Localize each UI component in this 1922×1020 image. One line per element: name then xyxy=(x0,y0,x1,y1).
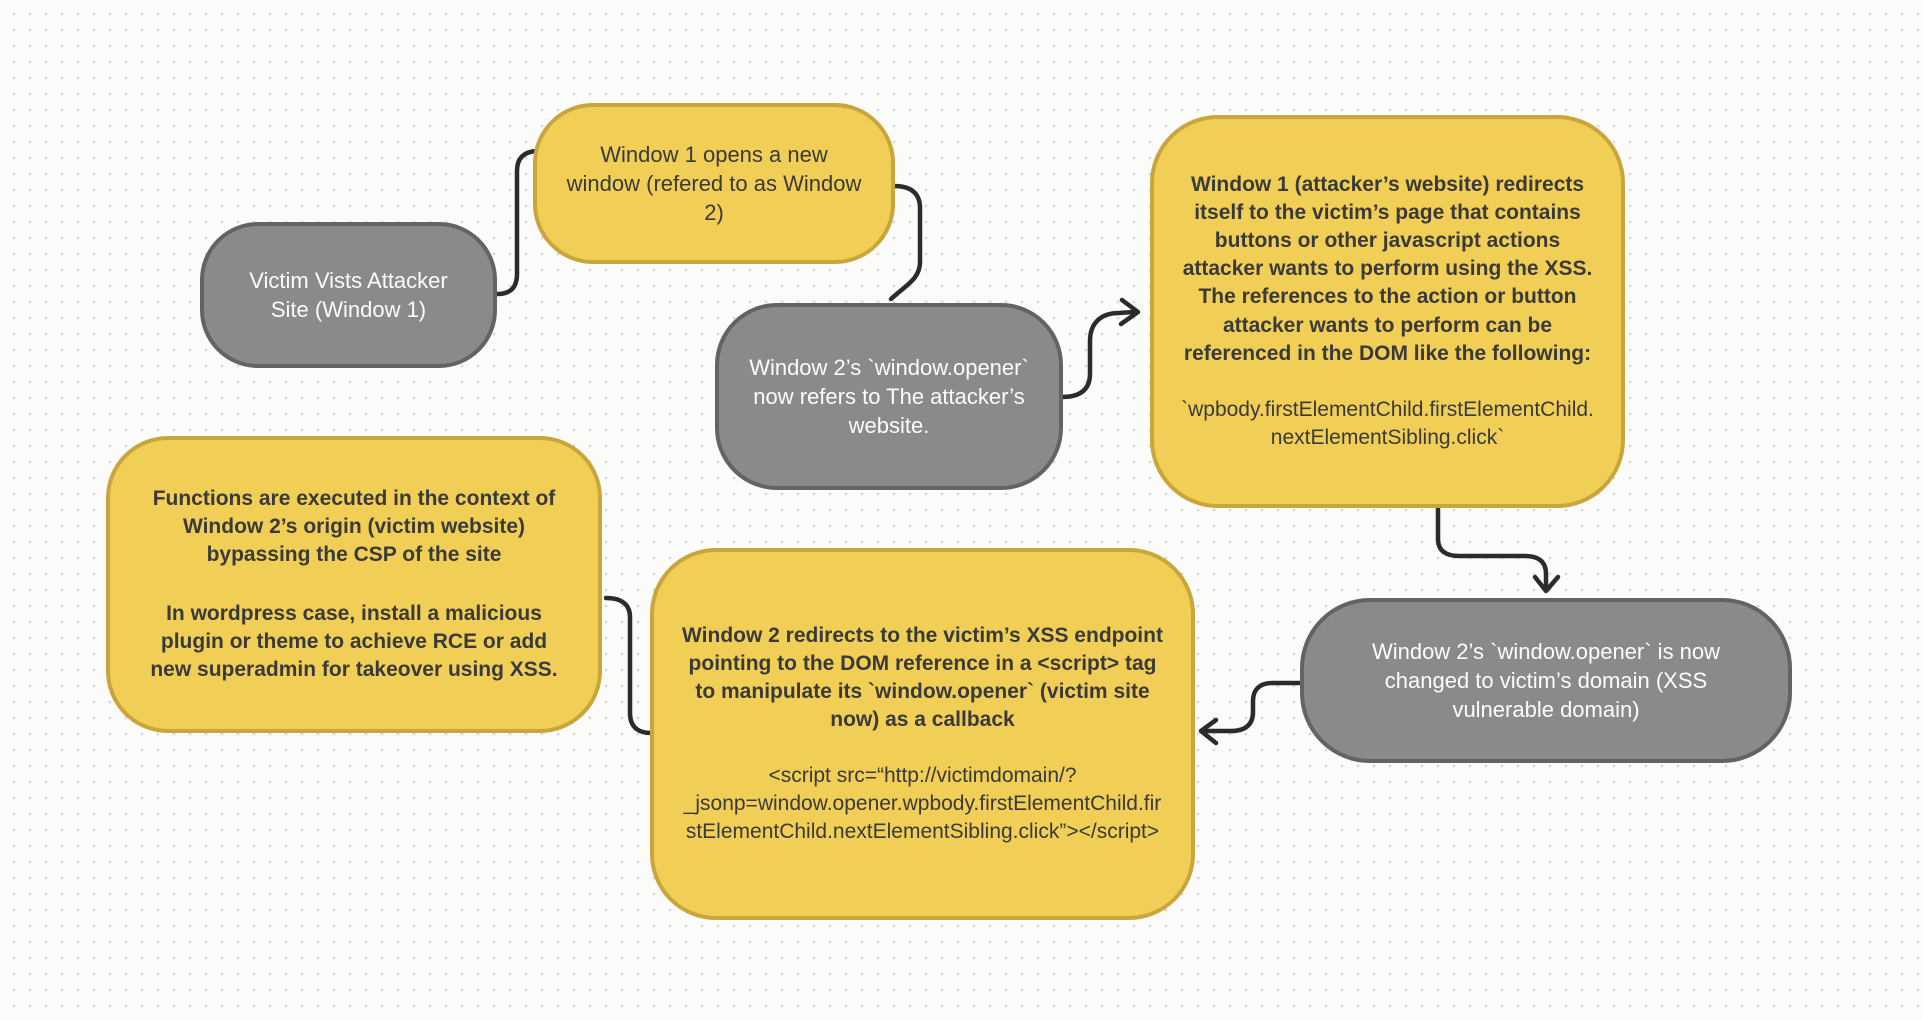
node-text-main: Functions are executed in the context of… xyxy=(152,487,562,567)
node-text-main: Window 2 redirects to the victim’s XSS e… xyxy=(682,623,1169,731)
node-victim-visits-attacker[interactable]: Victim Vists Attacker Site (Window 1) xyxy=(200,222,497,368)
node-text-code: <script src=“http://victimdomain/?_jsonp… xyxy=(683,764,1162,844)
connector-victim-to-opens[interactable] xyxy=(494,148,539,297)
connector-opener-to-redirect[interactable] xyxy=(1059,297,1141,400)
node-window1-opens-window2[interactable]: Window 1 opens a new window (refered to … xyxy=(533,103,895,264)
node-window1-redirects-victim-page[interactable]: Window 1 (attacker’s website) redirects … xyxy=(1150,115,1625,508)
node-text: Window 1 opens a new window (refered to … xyxy=(566,141,868,226)
node-text-main: Window 1 (attacker’s website) redirects … xyxy=(1182,172,1599,365)
node-opener-changed-victim-domain[interactable]: Window 2’s `window.opener` is now change… xyxy=(1300,598,1792,763)
node-text: Victim Vists Attacker Site (Window 1) xyxy=(249,267,454,322)
node-opener-refers-attacker[interactable]: Window 2’s `window.opener` now refers to… xyxy=(715,303,1063,490)
connector-changed-to-script[interactable] xyxy=(1198,680,1302,746)
node-text: Window 2’s `window.opener` is now change… xyxy=(1371,638,1727,723)
node-window2-redirects-xss-endpoint[interactable]: Window 2 redirects to the victim’s XSS e… xyxy=(650,548,1195,920)
arrowhead-right xyxy=(1118,297,1141,327)
node-text-secondary: In wordpress case, install a malicious p… xyxy=(150,601,558,681)
node-text-code: `wpbody.firstElementChild.firstElementCh… xyxy=(1181,397,1594,449)
connector-redirect-to-changed[interactable] xyxy=(1435,506,1561,594)
connector-script-to-functions[interactable] xyxy=(603,595,654,736)
node-functions-executed-bypass-csp[interactable]: Functions are executed in the context of… xyxy=(106,436,602,733)
node-text: Window 2’s `window.opener` now refers to… xyxy=(749,354,1035,439)
connector-opens-to-opener[interactable] xyxy=(888,183,923,302)
arrowhead-left xyxy=(1198,717,1219,746)
arrowhead-down xyxy=(1532,574,1561,594)
